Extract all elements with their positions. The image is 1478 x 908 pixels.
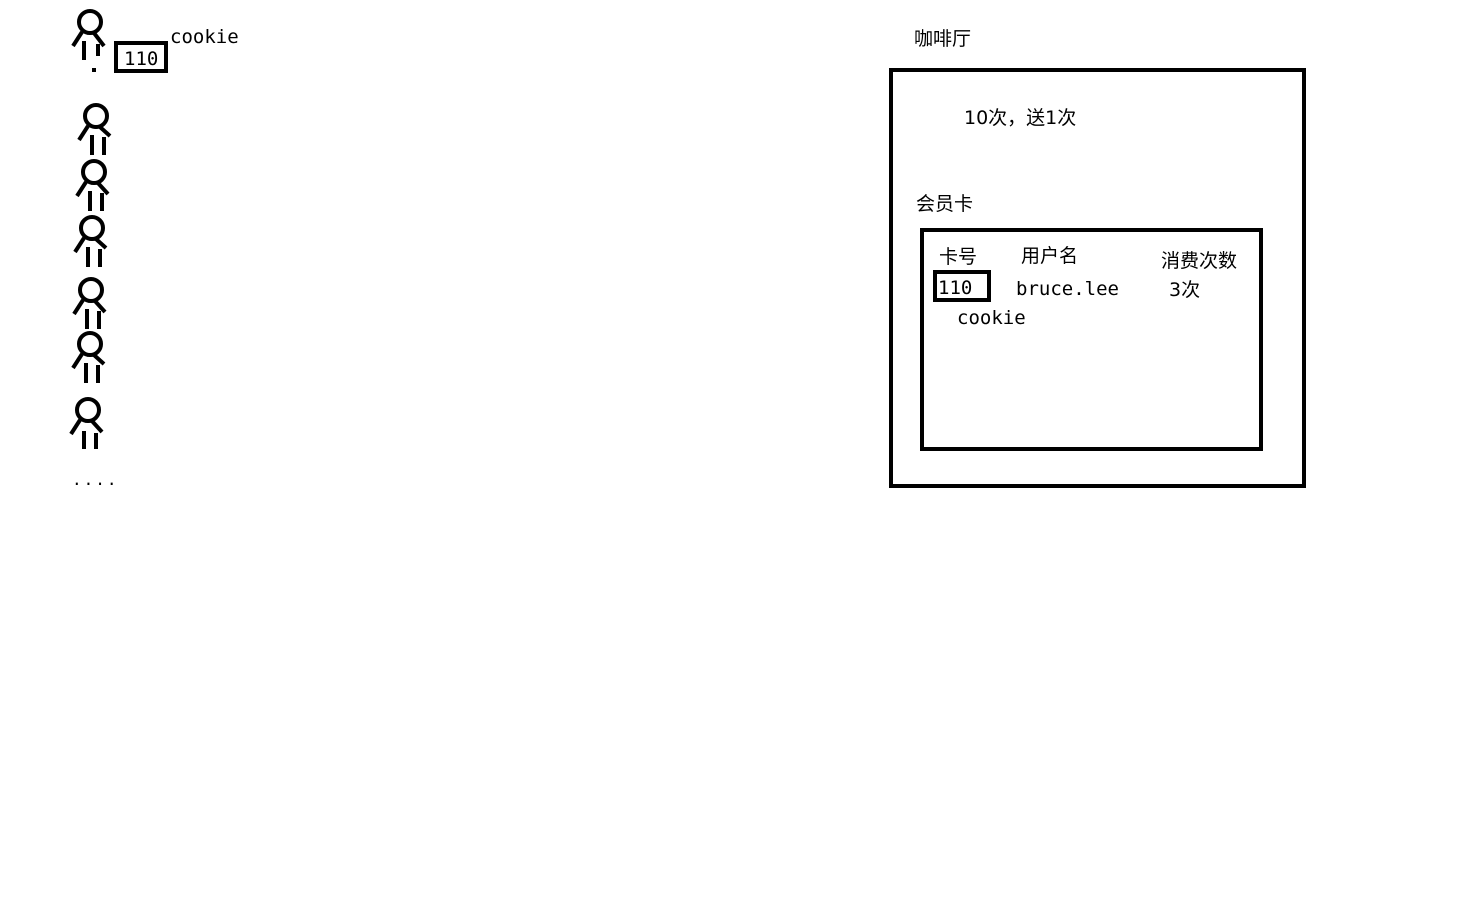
client-card-number: 110 bbox=[124, 48, 159, 70]
person-icon bbox=[71, 9, 106, 72]
cafe-box: 10次，送1次 会员卡 卡号 用户名 消费次数 110 bruce.lee 3次… bbox=[889, 68, 1306, 488]
person-icon bbox=[71, 331, 106, 383]
person-icon bbox=[69, 397, 104, 449]
client-card-box: 110 bbox=[114, 41, 168, 73]
client-cookie-label: cookie bbox=[170, 26, 239, 48]
promotion-text: 10次，送1次 bbox=[964, 107, 1077, 129]
membership-table: 卡号 用户名 消费次数 110 bruce.lee 3次 cookie bbox=[920, 228, 1263, 451]
ellipsis: .... bbox=[72, 470, 119, 489]
cafe-title: 咖啡厅 bbox=[914, 28, 972, 50]
visits-value: 3次 bbox=[1169, 279, 1201, 301]
header-visits: 消费次数 bbox=[1161, 250, 1238, 272]
card-number-value: 110 bbox=[938, 277, 973, 299]
person-icon bbox=[72, 277, 107, 329]
person-icon bbox=[75, 159, 110, 211]
person-icon bbox=[77, 103, 112, 155]
table-cookie-label: cookie bbox=[957, 307, 1026, 329]
membership-label: 会员卡 bbox=[916, 193, 974, 215]
card-number-cell: 110 bbox=[933, 270, 991, 302]
person-icon bbox=[73, 215, 108, 267]
username-value: bruce.lee bbox=[1016, 278, 1119, 300]
header-username: 用户名 bbox=[1021, 245, 1079, 267]
header-card-number: 卡号 bbox=[939, 246, 978, 268]
